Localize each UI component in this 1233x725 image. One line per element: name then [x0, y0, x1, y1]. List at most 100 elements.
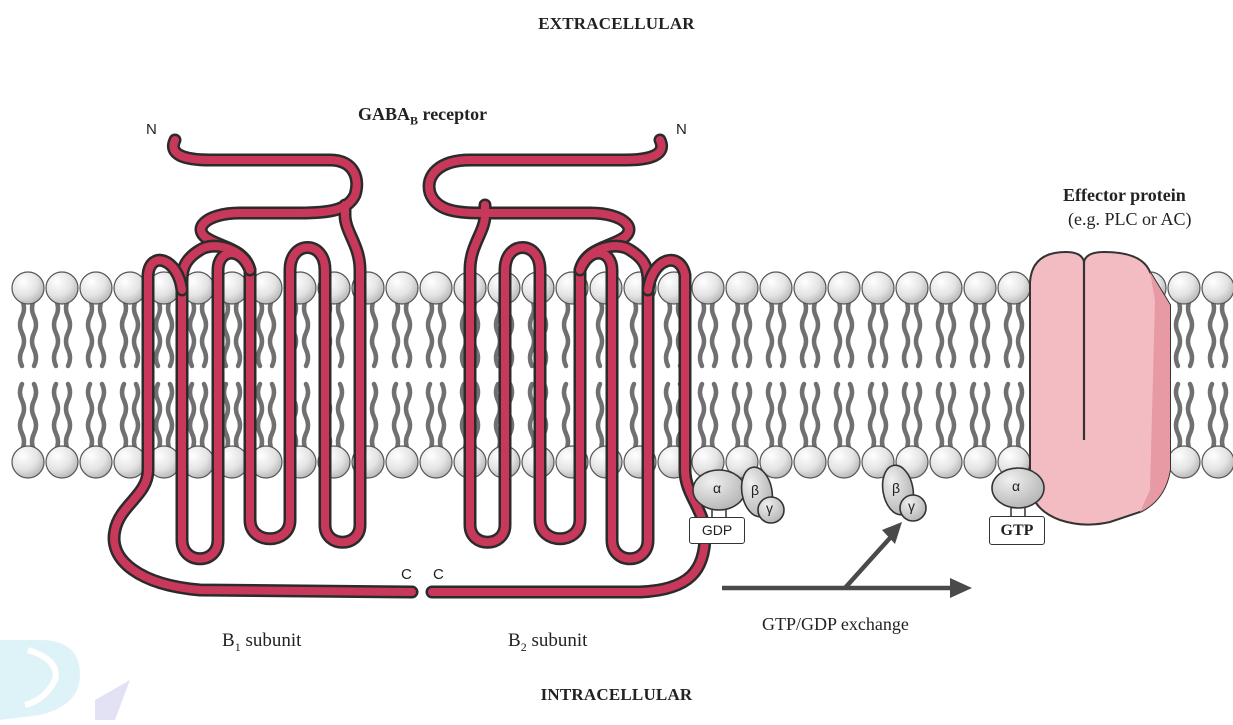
lipid-tail: [1018, 300, 1022, 366]
b2-main: B: [508, 630, 521, 651]
lipid-tail: [666, 384, 670, 450]
lipid-tail: [666, 300, 670, 366]
lipid-head: [114, 446, 146, 478]
b1-subunit-label: B1 subunit: [222, 630, 301, 652]
lipid-tail: [258, 300, 262, 366]
lipid-tail: [1188, 300, 1192, 366]
lipid-tail: [904, 384, 908, 450]
lipid-tail: [100, 384, 104, 450]
extracellular-label: EXTRACELLULAR: [0, 14, 1233, 34]
lipid-tail: [950, 300, 954, 366]
lipid-tail: [1176, 384, 1180, 450]
free-gamma-letter: γ: [908, 498, 915, 514]
lipid-tail: [88, 384, 92, 450]
lipid-tail: [734, 300, 738, 366]
lipid-tail: [530, 300, 534, 366]
lipid-head: [998, 272, 1030, 304]
lipid-tail: [406, 300, 410, 366]
lipid-tail: [746, 384, 750, 450]
lipid-tail: [598, 300, 602, 366]
b1-main: B: [222, 630, 235, 651]
lipid-tail: [712, 384, 716, 450]
lipid-head: [1202, 272, 1233, 304]
lipid-tail: [768, 300, 772, 366]
b2-rest: subunit: [527, 630, 588, 651]
lipid-tail: [32, 300, 36, 366]
lipid-tail: [236, 300, 240, 366]
lipid-tail: [202, 300, 206, 366]
watermark-decoration: [0, 640, 130, 720]
lipid-tail: [338, 300, 342, 366]
lipid-head: [1168, 272, 1200, 304]
lipid-tail: [870, 384, 874, 450]
lipid-head: [794, 446, 826, 478]
lipid-tail: [20, 300, 24, 366]
lipid-head: [386, 272, 418, 304]
release-arrow: [845, 538, 890, 588]
lipid-tail: [100, 300, 104, 366]
lipid-tail: [134, 384, 138, 450]
lipid-tail: [338, 384, 342, 450]
beta-letter: β: [751, 482, 759, 498]
lipid-tail: [156, 384, 160, 450]
gamma-letter: γ: [766, 500, 773, 516]
lipid-tail: [394, 384, 398, 450]
lipid-head: [420, 446, 452, 478]
gtp-box: GTP: [989, 516, 1045, 545]
lipid-tail: [734, 384, 738, 450]
lipid-tail: [224, 384, 228, 450]
lipid-head: [760, 272, 792, 304]
lipid-tail: [848, 300, 852, 366]
receptor-title-rest: receptor: [418, 104, 487, 124]
lipid-tail: [1176, 300, 1180, 366]
intracellular-label: INTRACELLULAR: [0, 685, 1233, 705]
exchange-label: GTP/GDP exchange: [762, 614, 909, 635]
lipid-head: [930, 272, 962, 304]
lipid-tail: [1188, 384, 1192, 450]
lipid-tail: [984, 384, 988, 450]
lipid-tail: [780, 300, 784, 366]
lipid-head: [896, 272, 928, 304]
lipid-tail: [814, 384, 818, 450]
lipid-tail: [1222, 300, 1226, 366]
lipid-tail: [202, 384, 206, 450]
lipid-tail: [394, 300, 398, 366]
lipid-head: [114, 272, 146, 304]
lipid-head: [794, 272, 826, 304]
lipid-tail: [768, 384, 772, 450]
lipid-head: [12, 272, 44, 304]
lipid-head: [828, 446, 860, 478]
b2-subunit-label: B2 subunit: [508, 630, 587, 652]
lipid-head: [80, 272, 112, 304]
lipid-tail: [270, 300, 274, 366]
lipid-tail: [406, 384, 410, 450]
lipid-tail: [972, 300, 976, 366]
lipid-head: [420, 272, 452, 304]
lipid-tail: [836, 300, 840, 366]
lipid-tail: [440, 384, 444, 450]
lipid-tail: [984, 300, 988, 366]
lipid-tail: [836, 384, 840, 450]
lipid-tail: [938, 384, 942, 450]
lipid-head: [12, 446, 44, 478]
lipid-tail: [564, 384, 568, 450]
lipid-head: [930, 446, 962, 478]
lipid-tail: [54, 300, 58, 366]
lipid-tail: [802, 384, 806, 450]
receptor-title-main: GABA: [358, 104, 410, 124]
lipid-tail: [916, 384, 920, 450]
lipid-tail: [972, 384, 976, 450]
lipid-tail: [882, 384, 886, 450]
lipid-tail: [780, 384, 784, 450]
lipid-tail: [66, 300, 70, 366]
lipid-head: [386, 446, 418, 478]
lipid-tail: [168, 300, 172, 366]
receptor-title-sub: B: [410, 114, 418, 128]
alpha-letter: α: [713, 480, 721, 496]
lipid-tail: [632, 300, 636, 366]
lipid-head: [828, 272, 860, 304]
lipid-tail: [372, 300, 376, 366]
lipid-tail: [904, 300, 908, 366]
lipid-tail: [1210, 384, 1214, 450]
